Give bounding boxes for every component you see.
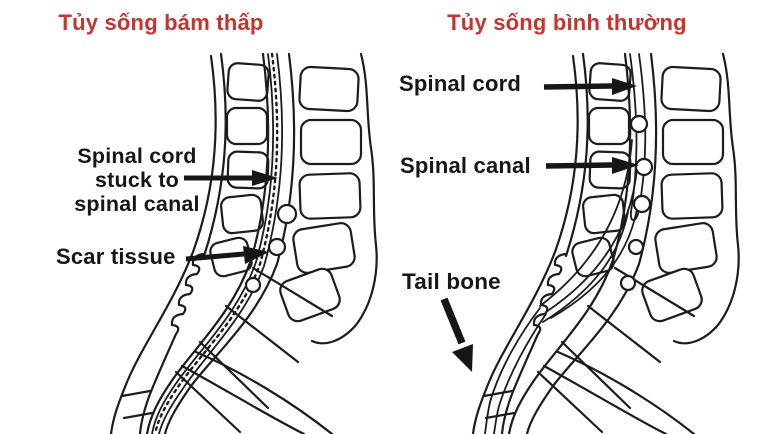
- label-spinal-canal: Spinal canal: [400, 153, 531, 178]
- tethered-cord-lines: [151, 52, 283, 434]
- scar-tissue-nodules: [244, 203, 298, 294]
- spinal-cord-arrow: [543, 78, 637, 95]
- spinal-canal-arrow: [545, 157, 639, 174]
- panel-title-tethered: Tủy sống bám thấp: [58, 10, 264, 35]
- tail-bone-arrow: [440, 297, 473, 372]
- nerve-root-circles: [619, 114, 654, 292]
- panel-title-normal: Tủy sống bình thường: [447, 10, 687, 35]
- label-tail-bone: Tail bone: [402, 269, 501, 294]
- tethered-spine-drawing: [109, 52, 378, 434]
- label-spinal-cord-stuck: Spinal cord stuck to spinal canal: [74, 144, 200, 216]
- normal-spine-drawing: [471, 52, 740, 434]
- label-scar-tissue: Scar tissue: [56, 244, 176, 269]
- label-spinal-cord: Spinal cord: [399, 71, 521, 96]
- scar-tissue-arrow: [185, 246, 269, 264]
- spinal-cord-stuck-arrow: [184, 170, 278, 186]
